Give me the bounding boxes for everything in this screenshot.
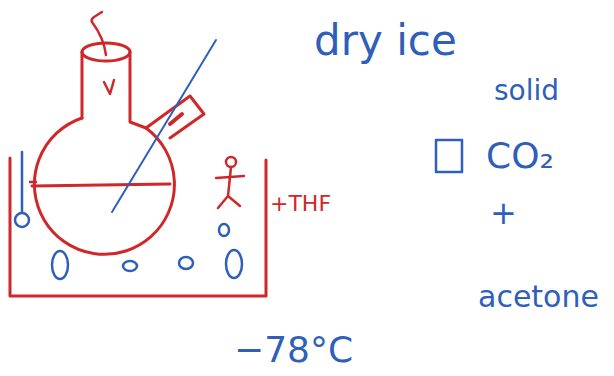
dry-ice-piece xyxy=(123,261,137,271)
liquid-level xyxy=(32,184,170,186)
temperature-label: −78°C xyxy=(234,330,353,370)
thermometer-stem xyxy=(21,152,24,212)
plus-label: + xyxy=(490,196,517,231)
dry-ice-piece xyxy=(52,251,68,279)
reagent-label: +THF xyxy=(270,192,331,216)
square-symbol xyxy=(436,140,462,172)
flask-body xyxy=(34,96,204,254)
formula-label: CO₂ xyxy=(486,136,554,176)
dry-ice-piece xyxy=(179,257,193,269)
stopper-mark xyxy=(104,80,114,94)
stick-figure-head xyxy=(226,157,236,167)
note-label: acetone xyxy=(478,280,599,313)
septum xyxy=(170,114,182,124)
gas-line xyxy=(92,12,106,55)
note-label: solid xyxy=(494,76,559,107)
stick-figure-body xyxy=(216,167,244,208)
dry-ice-piece xyxy=(226,250,242,278)
heading-label: dry ice xyxy=(314,18,457,64)
thermometer-bulb xyxy=(15,213,29,227)
needle-probe xyxy=(112,40,216,212)
flask-neck xyxy=(82,52,146,128)
dry-ice-piece xyxy=(219,224,229,236)
